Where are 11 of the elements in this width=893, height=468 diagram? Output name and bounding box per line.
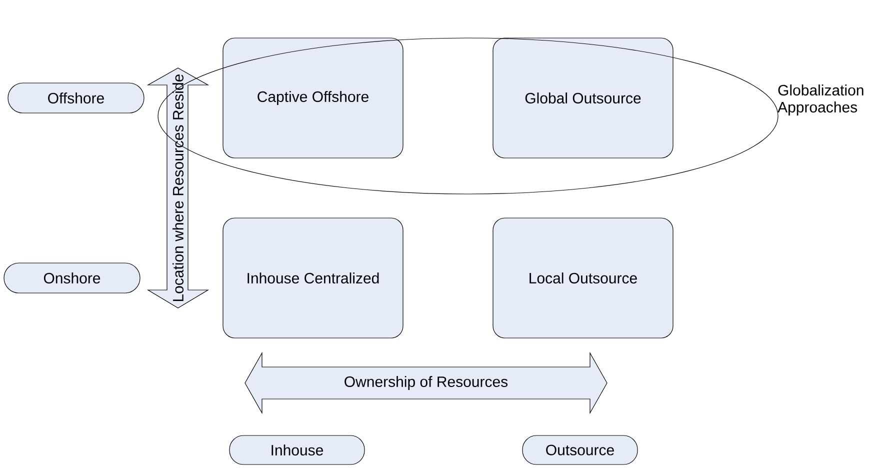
category-pill: Outsource	[522, 435, 638, 465]
arrow-label: Ownership of Resources	[344, 376, 508, 390]
approach-box: Inhouse Centralized	[222, 218, 404, 338]
approach-box: Global Outsource	[492, 38, 674, 158]
approach-box: Local Outsource	[492, 218, 674, 338]
category-pill: Onshore	[4, 262, 140, 294]
node-label: Globalization Approaches	[778, 84, 864, 116]
category-pill: Offshore	[8, 82, 144, 114]
category-pill: Inhouse	[229, 435, 365, 465]
approach-box: Captive Offshore	[222, 38, 404, 158]
arrow-label: Location where Resources Reside	[172, 74, 184, 301]
